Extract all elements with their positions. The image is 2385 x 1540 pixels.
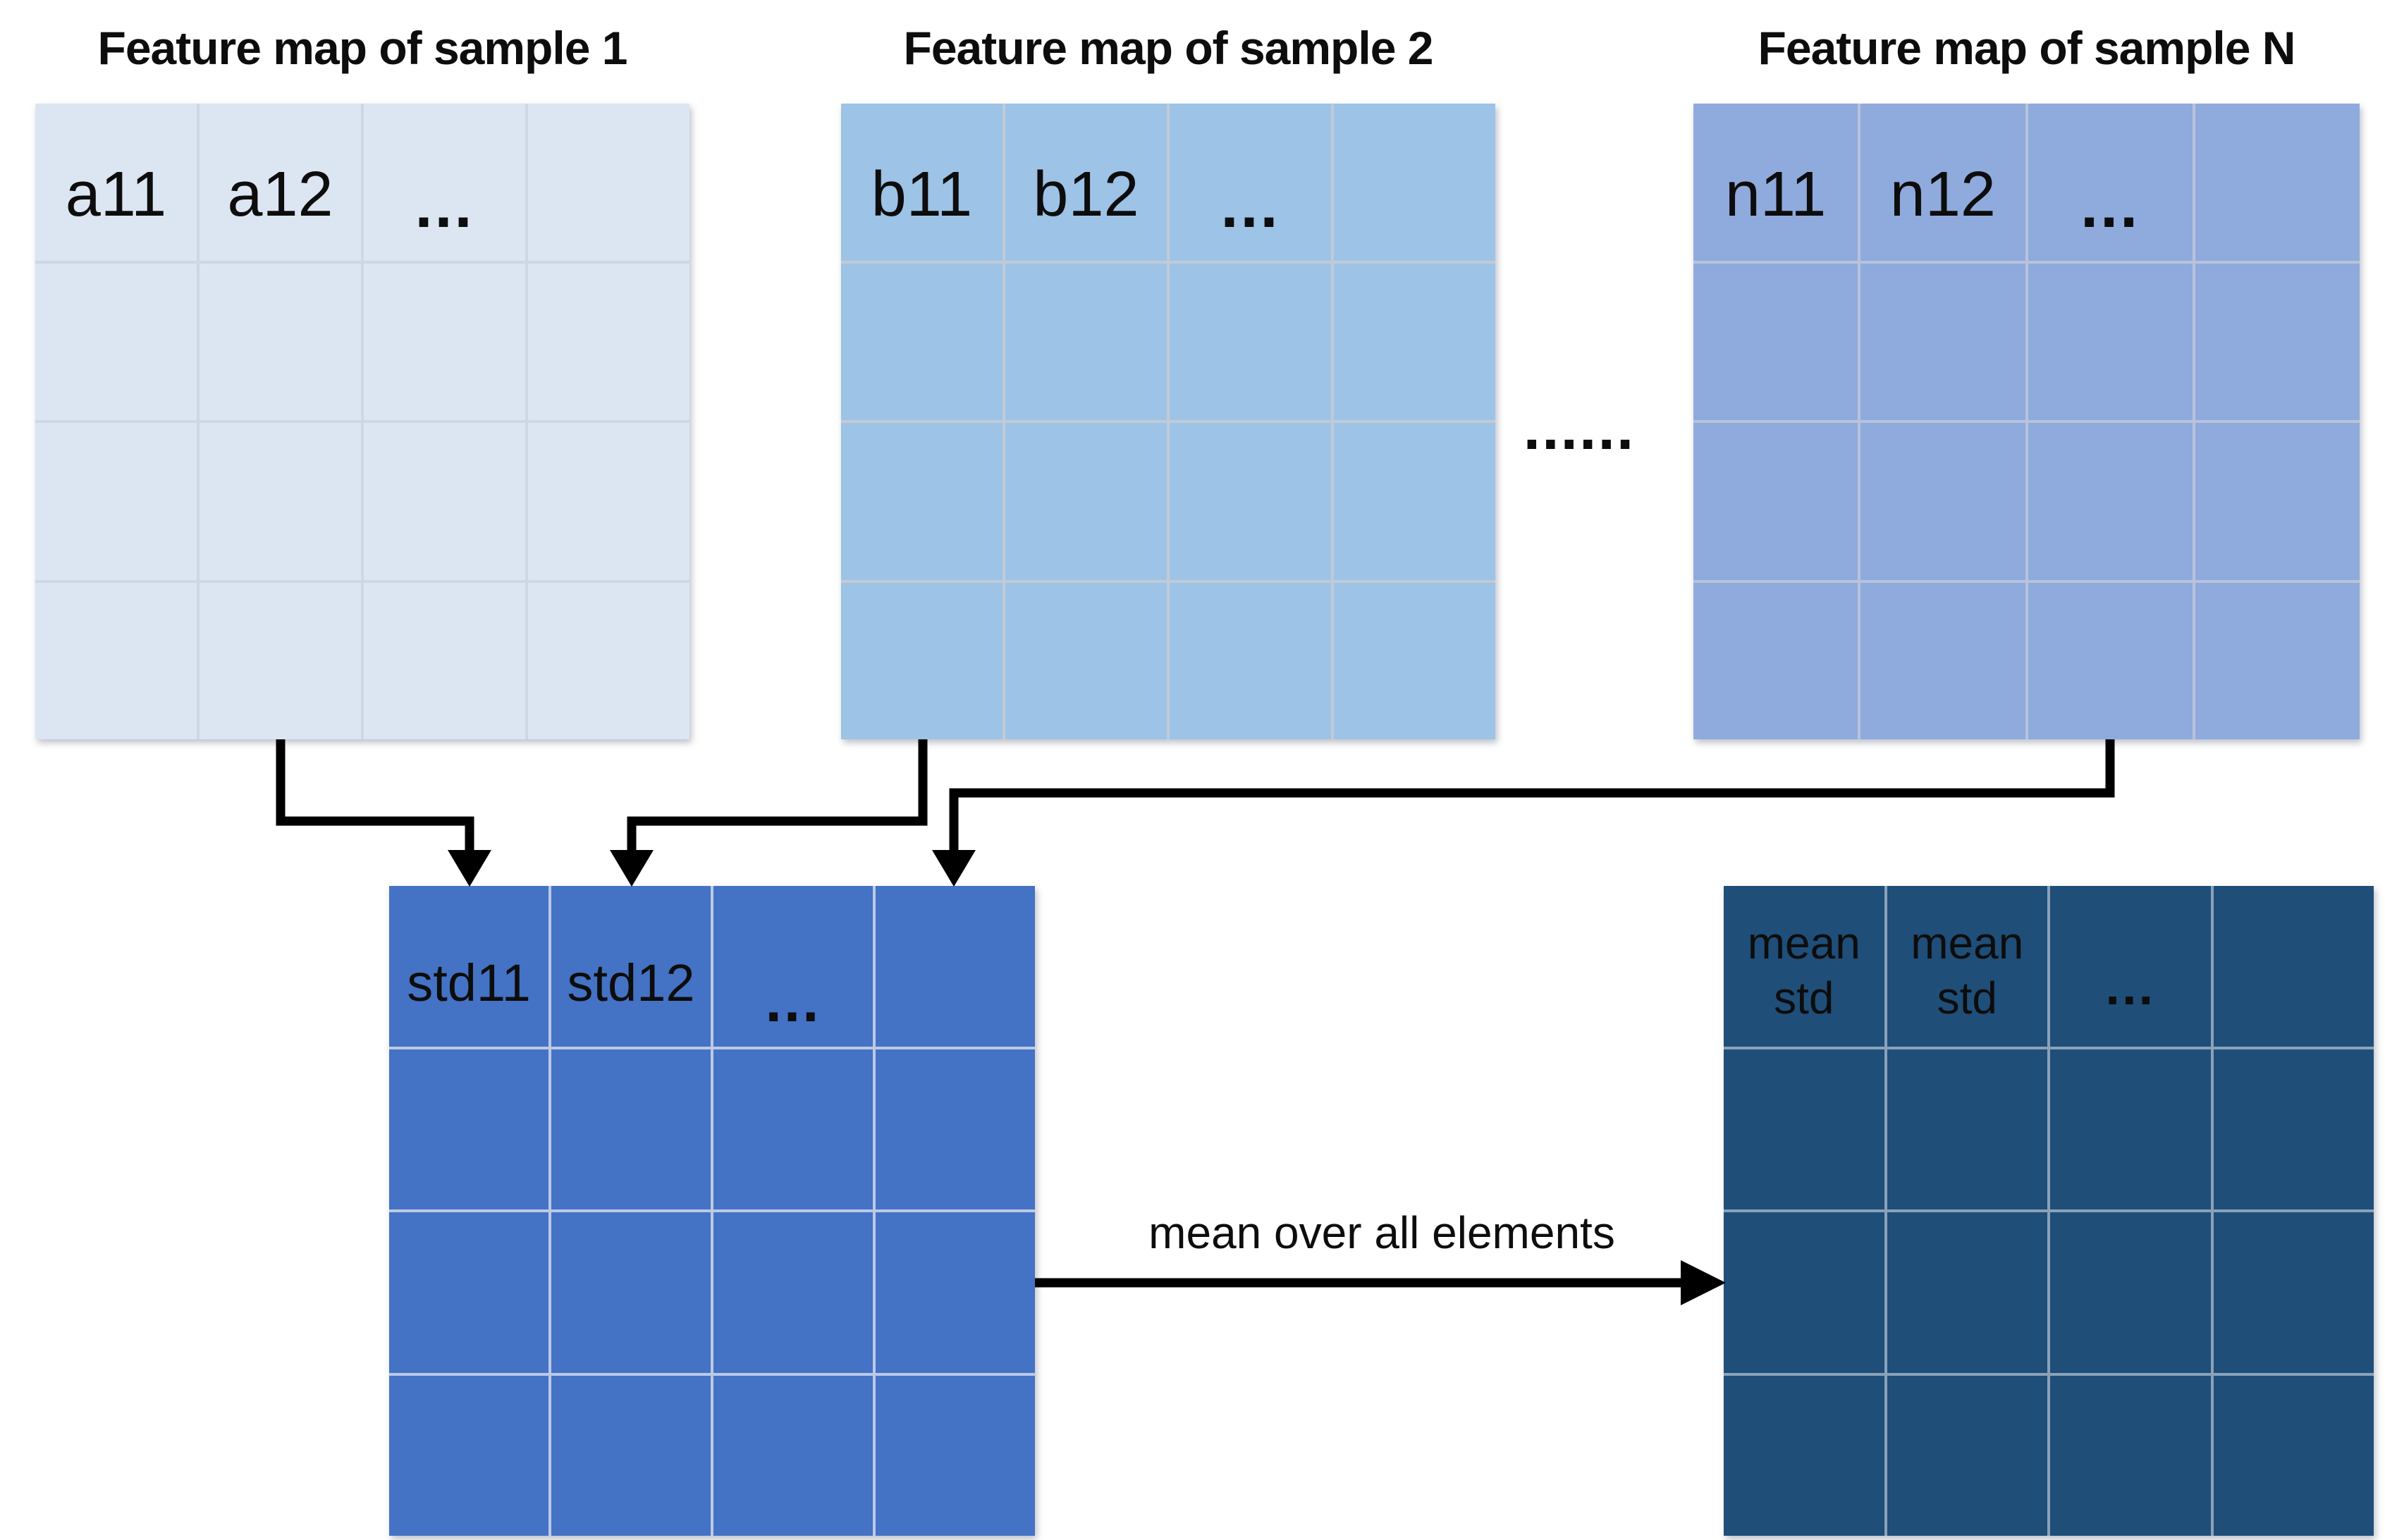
grid-cell <box>1170 263 1331 420</box>
cell-std11: std11 <box>389 886 548 1047</box>
grid-cell <box>2195 582 2360 739</box>
grid-cell <box>876 1375 1035 1536</box>
grid-cell <box>1334 423 1495 580</box>
between-samples-ellipsis: ...... <box>1523 393 1636 462</box>
connector-sample2-to-std <box>627 739 928 853</box>
grid-cell <box>876 886 1035 1047</box>
grid-cell <box>528 104 689 261</box>
grid-cell <box>2028 423 2193 580</box>
grid-cell <box>528 423 689 580</box>
grid-cell <box>1724 1049 1884 1209</box>
feature-map-sample-2-title: Feature map of sample 2 <box>903 22 1434 74</box>
grid-cell <box>2213 1212 2374 1373</box>
arrowhead-sample1-to-std <box>448 850 491 887</box>
grid-cell <box>841 582 1003 739</box>
grid-cell <box>1334 263 1495 420</box>
grid-cell <box>1860 423 2025 580</box>
grid-cell <box>1334 582 1495 739</box>
grid-cell <box>2213 1049 2374 1209</box>
grid-cell <box>1693 423 1858 580</box>
cell-ellipsis: ... <box>2050 886 2211 1047</box>
grid-cell <box>551 1049 711 1209</box>
arrowhead-sample2-to-std <box>610 850 654 887</box>
grid-cell <box>389 1375 548 1536</box>
grid-cell <box>876 1212 1035 1373</box>
feature-map-sample-1-grid: a11 a12 ... <box>35 104 689 739</box>
grid-cell <box>1170 423 1331 580</box>
grid-cell <box>2050 1375 2211 1536</box>
grid-cell <box>2195 263 2360 420</box>
grid-cell <box>2050 1049 2211 1209</box>
grid-cell <box>2195 104 2360 261</box>
feature-map-sample-N-title: Feature map of sample N <box>1758 22 2296 74</box>
grid-cell <box>2050 1212 2211 1373</box>
cell-ellipsis: ... <box>364 104 525 261</box>
grid-cell <box>713 1375 873 1536</box>
grid-cell <box>200 582 361 739</box>
cell-b12: b12 <box>1005 104 1167 261</box>
feature-map-sample-2-grid: b11 b12 ... <box>841 104 1495 739</box>
cell-a11: a11 <box>35 104 197 261</box>
grid-cell <box>1724 1212 1884 1373</box>
grid-cell <box>2213 886 2374 1047</box>
grid-cell <box>551 1212 711 1373</box>
grid-cell <box>841 263 1003 420</box>
grid-cell <box>713 1049 873 1209</box>
grid-cell <box>364 423 525 580</box>
grid-cell <box>200 263 361 420</box>
grid-cell <box>35 263 197 420</box>
grid-cell <box>1170 582 1331 739</box>
grid-cell <box>1724 1375 1884 1536</box>
grid-cell <box>1887 1049 2047 1209</box>
cell-mean-std-1: mean std <box>1724 886 1884 1047</box>
cell-mean-std-2: mean std <box>1887 886 2047 1047</box>
grid-cell <box>551 1375 711 1536</box>
grid-cell <box>1334 104 1495 261</box>
grid-cell <box>389 1212 548 1373</box>
grid-cell <box>1860 582 2025 739</box>
mean-std-map-grid: mean std mean std ... <box>1724 886 2374 1536</box>
grid-cell <box>1693 263 1858 420</box>
grid-cell <box>713 1212 873 1373</box>
grid-cell <box>528 263 689 420</box>
grid-cell <box>1860 263 2025 420</box>
cell-ellipsis: ... <box>713 886 873 1047</box>
grid-cell <box>1005 423 1167 580</box>
connector-sample1-to-std <box>276 739 474 853</box>
cell-n12: n12 <box>1860 104 2025 261</box>
grid-cell <box>200 423 361 580</box>
cell-std12: std12 <box>551 886 711 1047</box>
grid-cell <box>876 1049 1035 1209</box>
grid-cell <box>1693 582 1858 739</box>
grid-cell <box>389 1049 548 1209</box>
feature-map-sample-N-grid: n11 n12 ... <box>1693 104 2360 739</box>
cell-b11: b11 <box>841 104 1003 261</box>
arrowhead-std-to-mean <box>1681 1260 1726 1305</box>
grid-cell <box>2028 582 2193 739</box>
cell-a12: a12 <box>200 104 361 261</box>
cell-ellipsis: ... <box>2028 104 2193 261</box>
grid-cell <box>1005 263 1167 420</box>
grid-cell <box>1005 582 1167 739</box>
grid-cell <box>528 582 689 739</box>
grid-cell <box>2195 423 2360 580</box>
mean-arrow-label: mean over all elements <box>1148 1207 1615 1258</box>
grid-cell <box>2028 263 2193 420</box>
feature-map-sample-1-title: Feature map of sample 1 <box>97 22 628 74</box>
grid-cell <box>841 423 1003 580</box>
cell-n11: n11 <box>1693 104 1858 261</box>
cell-ellipsis: ... <box>1170 104 1331 261</box>
arrowhead-sampleN-to-std <box>932 850 976 887</box>
grid-cell <box>364 263 525 420</box>
grid-cell <box>2213 1375 2374 1536</box>
grid-cell <box>35 423 197 580</box>
grid-cell <box>35 582 197 739</box>
connector-sampleN-to-std <box>949 739 2115 853</box>
grid-cell <box>1887 1375 2047 1536</box>
std-map-grid: std11 std12 ... <box>389 886 1035 1536</box>
grid-cell <box>1887 1212 2047 1373</box>
grid-cell <box>364 582 525 739</box>
